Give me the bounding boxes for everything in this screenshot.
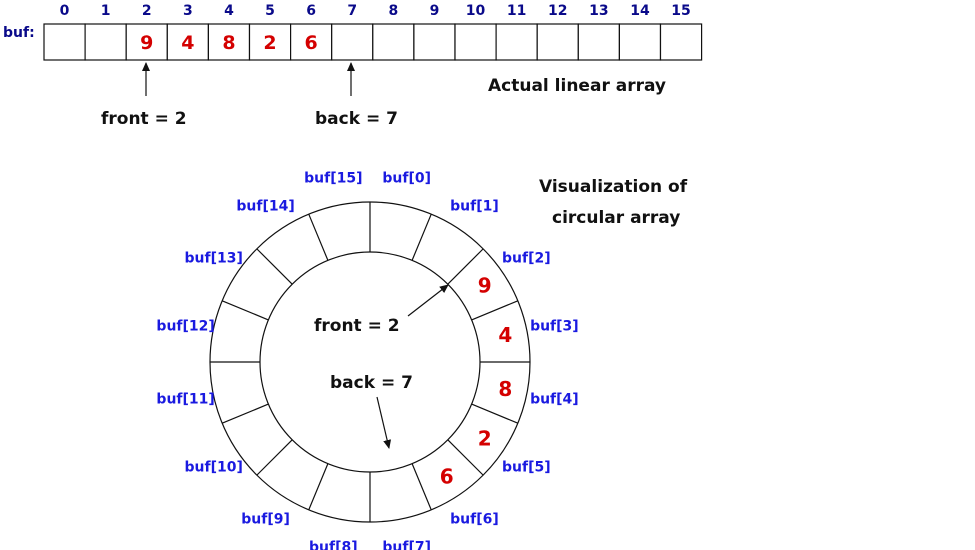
circular-back-arrow <box>376 396 392 449</box>
index-label: 6 <box>306 3 316 19</box>
buf-label: buf: <box>3 25 35 41</box>
ring-labels: buf[0] buf[1] buf[2] buf[3] buf[4] buf[5] buf[… <box>156 171 578 550</box>
slot-label: buf[8] <box>309 539 358 550</box>
array-cell <box>207 23 251 61</box>
slot-label: buf[13] <box>185 251 243 267</box>
array-cell <box>331 23 374 61</box>
slot-label: buf[15] <box>304 171 362 187</box>
ring <box>209 201 531 523</box>
array-cell <box>43 23 86 61</box>
index-label: 15 <box>671 3 690 19</box>
slot-divider <box>308 463 329 511</box>
index-label: 7 <box>347 3 357 19</box>
slot-label: buf[12] <box>156 318 214 334</box>
slot-label: buf[6] <box>450 511 499 527</box>
array-cell <box>125 23 168 61</box>
array-cell <box>495 23 538 61</box>
cell-value: 8 <box>222 32 235 54</box>
slot-label: buf[9] <box>241 511 290 527</box>
ring-values: 9 4 8 26 <box>440 273 513 488</box>
slot-divider <box>256 248 293 285</box>
slot-divider <box>447 248 484 285</box>
slot-label: buf[10] <box>185 459 243 475</box>
slot-divider <box>411 463 432 511</box>
index-label: 4 <box>224 3 234 19</box>
array-cell <box>618 23 662 61</box>
linear-front-label: front = 2 <box>101 109 187 129</box>
slot-divider <box>471 300 519 321</box>
index-label: 9 <box>430 3 440 19</box>
slot-value: 9 <box>478 273 492 297</box>
inner-circle <box>259 251 481 473</box>
circular-back-label: back = 7 <box>330 373 413 393</box>
array-cell <box>413 23 456 61</box>
slot-label: buf[0] <box>382 171 431 187</box>
index-label: 5 <box>265 3 275 19</box>
slot-value: 8 <box>498 377 512 401</box>
slot-label: buf[11] <box>156 392 214 408</box>
array-cells: 9 4 8 2 6 <box>43 23 703 61</box>
cell-value: 4 <box>181 32 194 54</box>
array-cell <box>536 23 579 61</box>
cell-value: 9 <box>140 32 153 54</box>
circular-front-arrow <box>407 284 449 317</box>
slot-divider <box>221 403 269 424</box>
index-label: 12 <box>548 3 567 19</box>
circular-caption-line1: Visualization of <box>539 177 688 197</box>
index-label: 10 <box>466 3 486 19</box>
slot-label: buf[2] <box>502 251 551 267</box>
circular-caption-line2: circular array <box>552 208 680 228</box>
array-cell <box>577 23 620 61</box>
slot-value: 2 <box>478 427 492 451</box>
array-cell <box>372 23 415 61</box>
slot-divider <box>221 300 269 321</box>
array-cell <box>290 23 333 61</box>
index-label: 1 <box>101 3 111 19</box>
array-cell <box>659 23 703 61</box>
index-label: 3 <box>183 3 193 19</box>
linear-back-label: back = 7 <box>315 109 398 129</box>
slot-label: buf[5] <box>502 459 551 475</box>
linear-caption: Actual linear array <box>488 76 666 96</box>
slot-value: 4 <box>498 323 512 347</box>
circular-front-label: front = 2 <box>314 316 400 336</box>
slot-divider <box>256 439 293 476</box>
slot-label: buf[14] <box>236 199 294 215</box>
slot-divider <box>411 213 432 261</box>
array-cell <box>454 23 497 61</box>
index-label: 11 <box>507 3 526 19</box>
index-label: 8 <box>388 3 398 19</box>
slot-label: buf[7] <box>382 539 431 550</box>
array-cell <box>84 23 127 61</box>
cell-value: 2 <box>263 32 276 54</box>
slot-divider <box>308 213 329 261</box>
slot-label: buf[3] <box>530 318 579 334</box>
index-label: 0 <box>60 3 70 19</box>
cell-value: 6 <box>305 32 318 54</box>
slot-value: 6 <box>440 465 454 489</box>
slot-divider <box>471 403 519 424</box>
slot-label: buf[4] <box>530 392 579 408</box>
index-label: 2 <box>142 3 152 19</box>
index-label: 14 <box>630 3 650 19</box>
slot-divider <box>447 439 484 476</box>
slot-label: buf[1] <box>450 199 499 215</box>
index-label: 13 <box>589 3 608 19</box>
array-cell <box>166 23 210 61</box>
